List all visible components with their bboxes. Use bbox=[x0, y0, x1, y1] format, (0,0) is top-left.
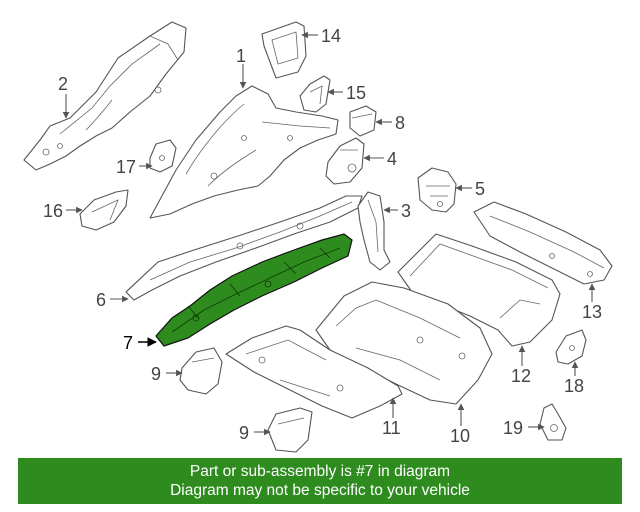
callout-13: 13 bbox=[582, 302, 602, 322]
part-14-bracket bbox=[261, 21, 307, 79]
part-3-reinforcement bbox=[357, 191, 391, 271]
part-9-bracket-upper bbox=[179, 347, 223, 395]
callout-7: 7 bbox=[123, 333, 133, 353]
callout-11: 11 bbox=[382, 418, 401, 438]
callout-1: 1 bbox=[236, 46, 246, 66]
part-8-bracket bbox=[349, 105, 377, 137]
notice-line-part: Part or sub-assembly is #7 in diagram bbox=[189, 463, 451, 480]
callout-3: 3 bbox=[401, 201, 411, 221]
leader-lines bbox=[62, 31, 596, 436]
callout-8: 8 bbox=[395, 113, 405, 133]
part-15-bracket bbox=[299, 75, 331, 113]
part-1-wheelhouse bbox=[149, 85, 339, 219]
part-7-rail-highlighted bbox=[155, 233, 353, 347]
part-4-bracket bbox=[325, 137, 365, 185]
notice-banner: Part or sub-assembly is #7 in diagram Di… bbox=[18, 458, 622, 504]
notice-line-disclaimer: Diagram may not be specific to your vehi… bbox=[170, 482, 470, 499]
callout-2: 2 bbox=[58, 74, 68, 94]
part-18-bracket bbox=[555, 329, 587, 365]
part-5-bracket bbox=[417, 167, 457, 213]
callout-12: 12 bbox=[511, 366, 531, 386]
callout-17: 17 bbox=[116, 157, 136, 177]
callout-labels: 1 2 3 4 5 6 7 8 9 9 10 11 12 13 14 15 16… bbox=[43, 26, 602, 446]
callout-16: 16 bbox=[43, 201, 63, 221]
callout-9-upper: 9 bbox=[151, 364, 161, 384]
part-17-bracket bbox=[149, 139, 177, 173]
callout-18: 18 bbox=[564, 376, 584, 396]
callout-6: 6 bbox=[96, 290, 106, 310]
part-11-front-floor bbox=[225, 325, 403, 419]
part-13-crossmember bbox=[473, 201, 613, 285]
callout-19: 19 bbox=[503, 418, 523, 438]
part-9-bracket-lower bbox=[267, 407, 313, 453]
parts-diagram: 1 2 3 4 5 6 7 8 9 9 10 11 12 13 14 15 16… bbox=[23, 21, 613, 453]
part-19-bracket bbox=[539, 403, 567, 441]
callout-4: 4 bbox=[387, 149, 397, 169]
callout-5: 5 bbox=[475, 179, 485, 199]
callout-15: 15 bbox=[346, 83, 366, 103]
callout-14: 14 bbox=[321, 26, 341, 46]
callout-10: 10 bbox=[450, 426, 470, 446]
part-16-bracket bbox=[79, 189, 129, 231]
part-2-quarter-inner bbox=[23, 21, 187, 171]
callout-9-lower: 9 bbox=[239, 423, 249, 443]
